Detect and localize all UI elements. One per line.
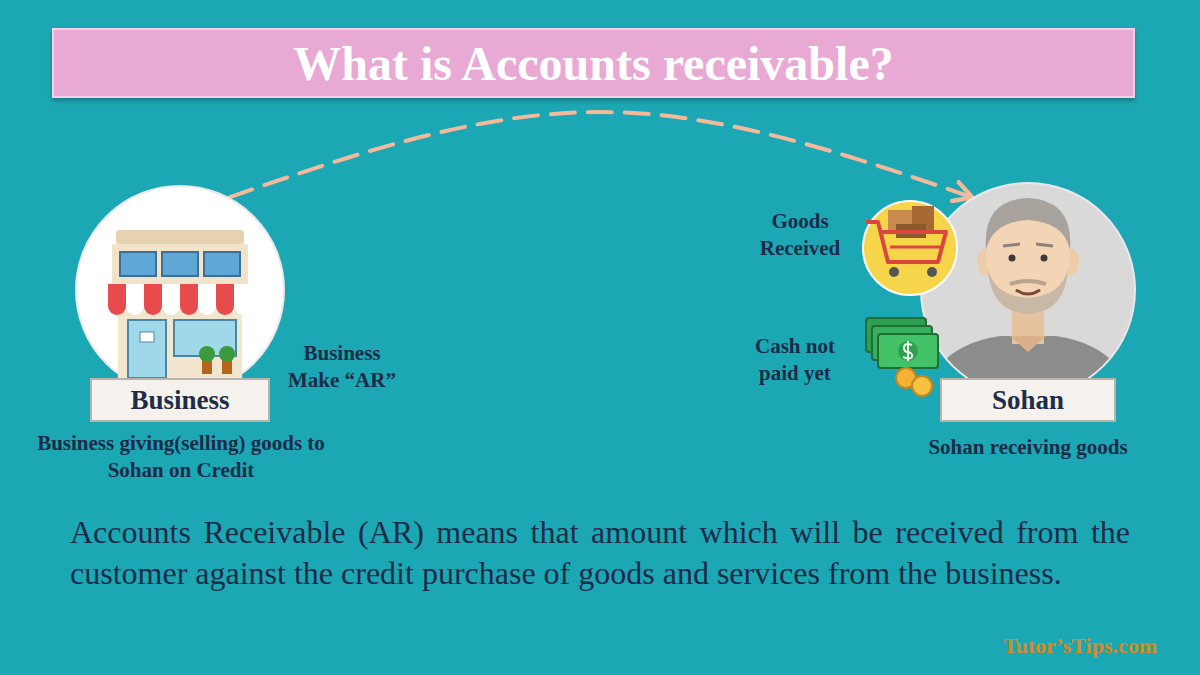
label-holder: Tutor’sTips.com xyxy=(975,632,1185,661)
watermark: Tutor’sTips.com xyxy=(975,632,1185,661)
note-label: Goods Received xyxy=(740,208,860,263)
circle-outline xyxy=(920,182,1136,398)
label-holder: Sohan receiving goods xyxy=(888,434,1168,461)
note-label: Cash not paid yet xyxy=(735,333,855,388)
dashed-arrow xyxy=(229,112,972,197)
node-circle: Business xyxy=(75,185,285,422)
label-holder: Cash not paid yet xyxy=(735,333,855,388)
name-box: Business xyxy=(90,378,270,422)
note-label: Business Make “AR” xyxy=(282,340,402,395)
label-holder: Goods Received xyxy=(740,208,860,263)
title: What is Accounts receivable? xyxy=(293,36,893,91)
node-circle: Sohan xyxy=(920,182,1136,422)
note-label: Business giving(selling) goods to Sohan … xyxy=(22,430,340,485)
label-holder: Business giving(selling) goods to Sohan … xyxy=(22,430,340,485)
node-name: Business xyxy=(130,385,229,416)
label-holder: Business Make “AR” xyxy=(282,340,402,395)
name-box: Sohan xyxy=(940,378,1116,422)
title-band: What is Accounts receivable? xyxy=(52,28,1135,98)
note-label: Sohan receiving goods xyxy=(888,434,1168,461)
node-name: Sohan xyxy=(992,385,1064,416)
circle-outline xyxy=(75,185,285,395)
caption: Accounts Receivable (AR) means that amou… xyxy=(70,512,1130,594)
cash-icon xyxy=(866,318,938,396)
